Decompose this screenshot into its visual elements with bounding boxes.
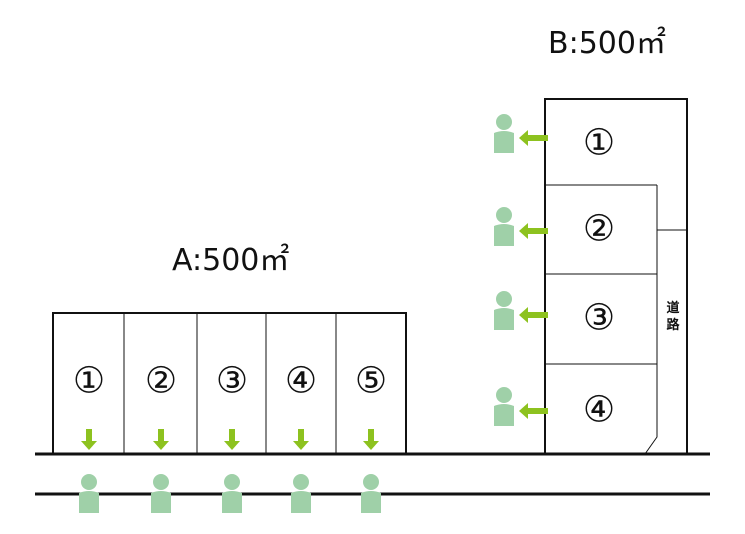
arrow-down-icon: [81, 429, 97, 450]
lot-b-plot-4: ④: [583, 390, 615, 431]
lot-a-plot-5: ⑤: [355, 361, 387, 402]
arrow-down-icon: [224, 429, 240, 450]
person-icon: [151, 474, 171, 513]
lot-b: B:500㎡ 道 路 ① ② ③ ④: [494, 26, 688, 455]
person-icon: [79, 474, 99, 513]
person-icon: [494, 114, 514, 153]
lot-a: A:500㎡ ① ② ③ ④ ⑤: [52, 243, 407, 513]
person-icon: [361, 474, 381, 513]
arrow-left-icon: [519, 307, 548, 323]
private-road-label-1: 道: [666, 300, 679, 316]
arrow-down-icon: [363, 429, 379, 450]
lot-b-plot-2: ②: [583, 209, 615, 250]
person-icon: [494, 207, 514, 246]
arrow-left-icon: [519, 403, 548, 419]
lot-a-boundary: [52, 312, 407, 454]
person-icon: [291, 474, 311, 513]
lot-a-plot-3: ③: [216, 361, 248, 402]
person-icon: [494, 291, 514, 330]
lot-b-title: B:500㎡: [548, 26, 666, 61]
lot-a-title: A:500㎡: [172, 243, 289, 278]
lot-a-plot-1: ①: [73, 361, 105, 402]
arrow-left-icon: [519, 223, 548, 239]
arrow-down-icon: [293, 429, 309, 450]
private-road-boundary: [644, 185, 658, 455]
lot-a-plot-2: ②: [145, 361, 177, 402]
lot-b-plot-3: ③: [583, 298, 615, 339]
arrow-down-icon: [153, 429, 169, 450]
lot-b-plot-1: ①: [583, 123, 615, 164]
person-icon: [494, 387, 514, 426]
arrow-left-icon: [519, 130, 548, 146]
lot-b-boundary: [544, 98, 688, 454]
lot-a-plot-4: ④: [285, 361, 317, 402]
private-road-label-2: 路: [666, 317, 680, 333]
person-icon: [222, 474, 242, 513]
